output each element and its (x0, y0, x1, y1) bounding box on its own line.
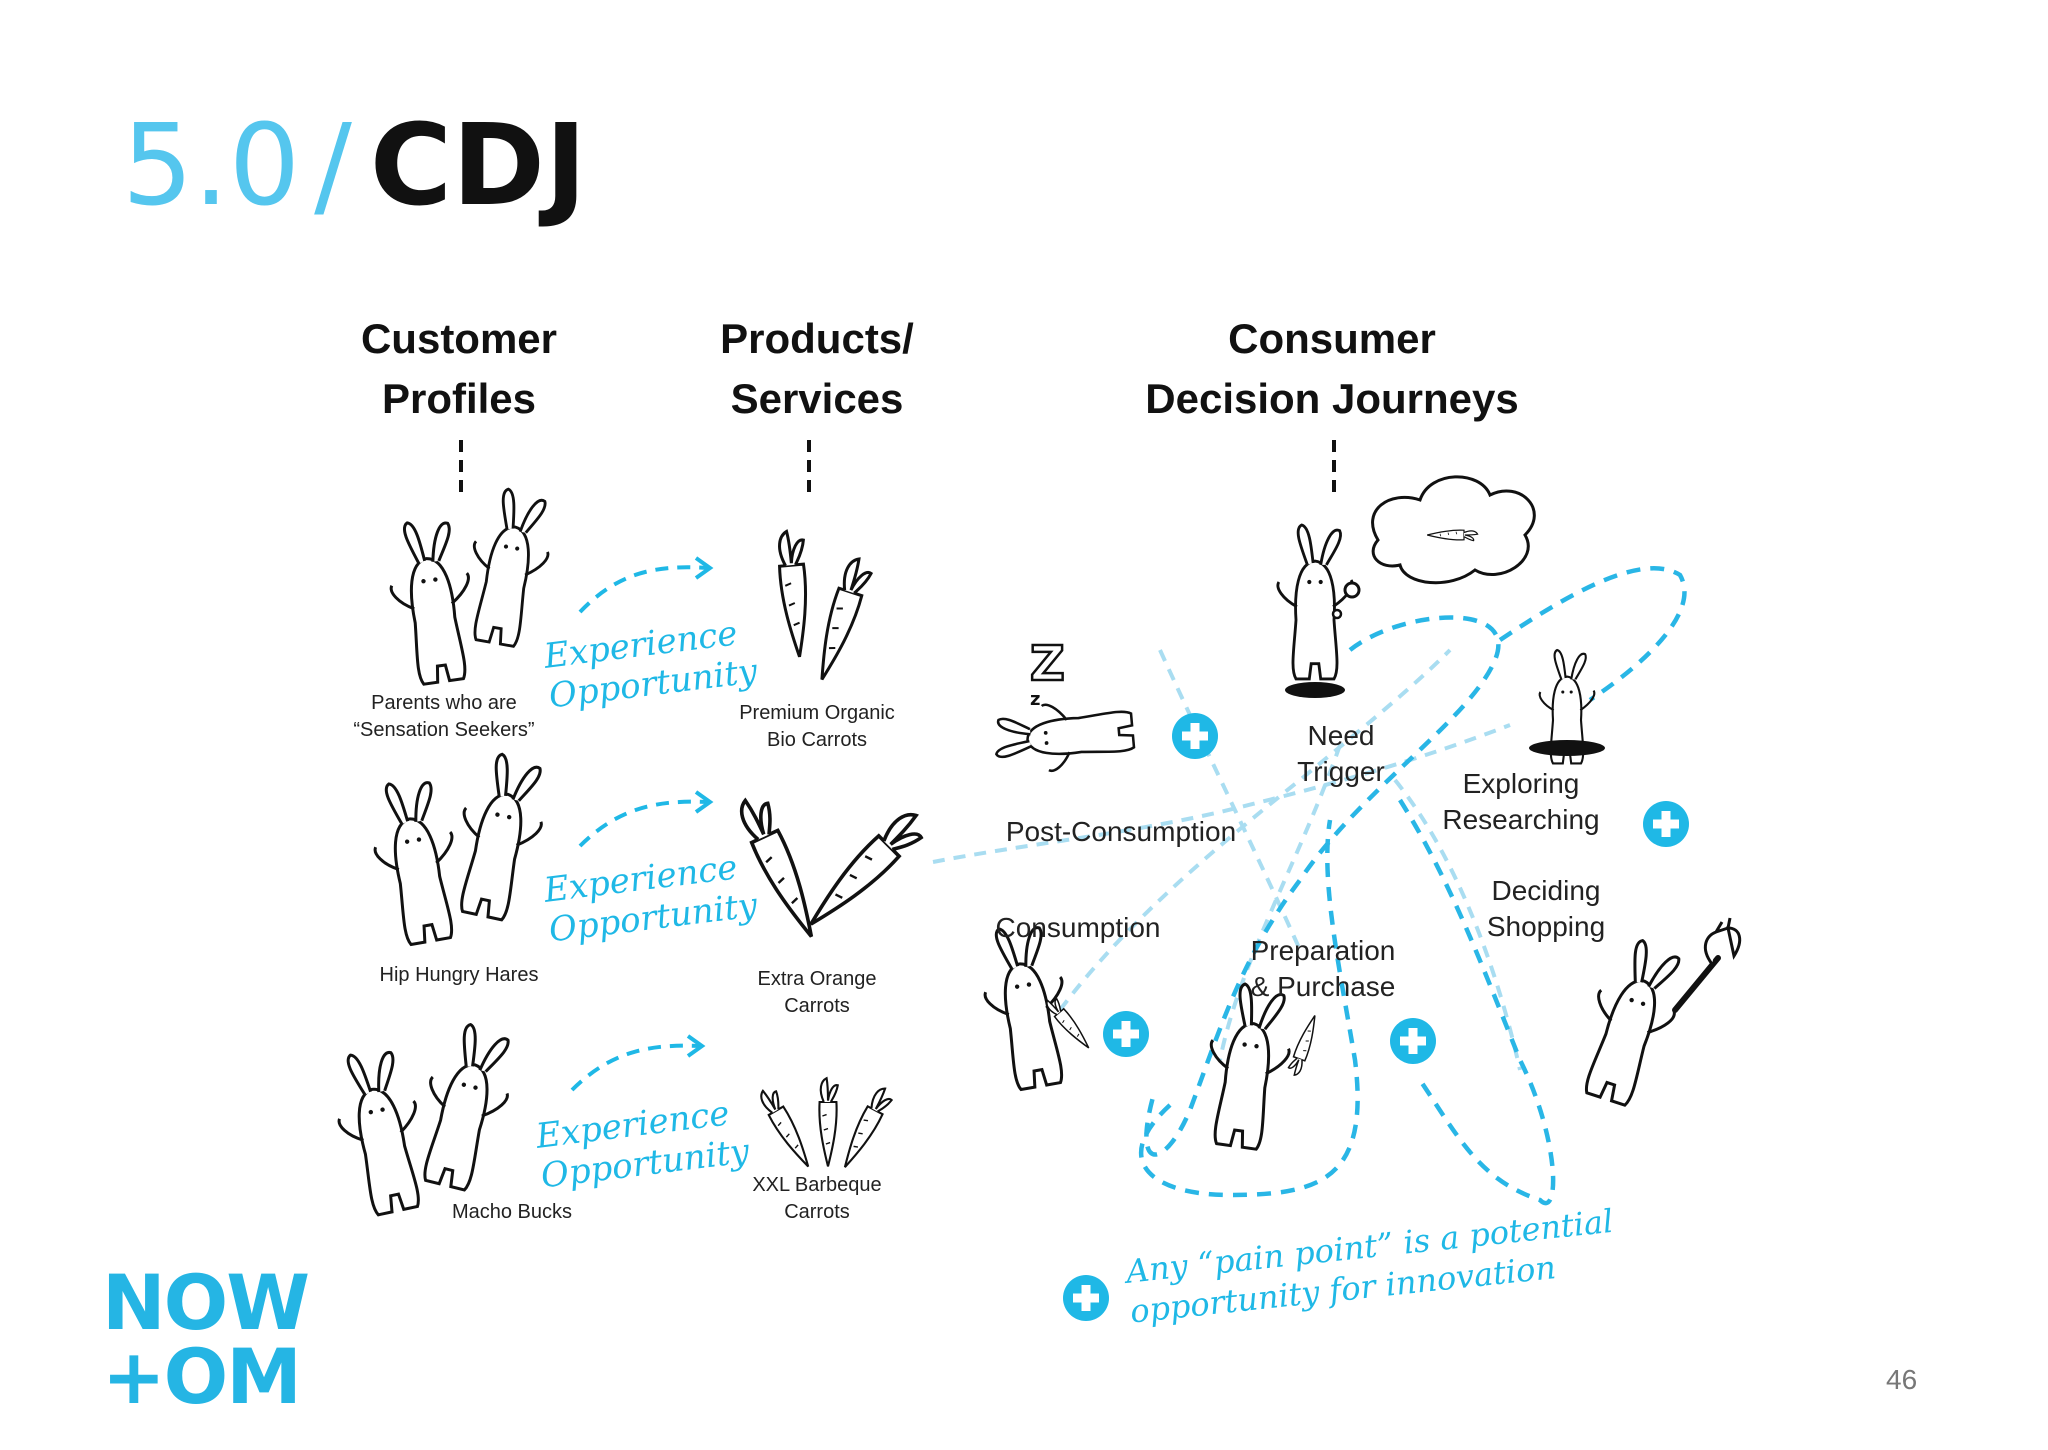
product-label: XXL Barbeque Carrots (697, 1172, 937, 1226)
logo-line: NOW (102, 1258, 310, 1347)
experience-arrow (578, 799, 709, 848)
rabbit-hole (1529, 740, 1605, 756)
heading-line: Services (730, 375, 904, 422)
stage-need-trigger: Need Trigger (1241, 718, 1441, 790)
profile-label: Macho Bucks (392, 1199, 632, 1226)
label-line: “Sensation Seekers” (353, 719, 535, 741)
title-slash: / (314, 101, 352, 231)
stage-line: Preparation (1250, 935, 1396, 966)
rabbit-hole (1285, 682, 1345, 698)
rabbit-icon (380, 514, 484, 689)
heading-consumer-decision-journeys: Consumer Decision Journeys (1112, 309, 1552, 429)
heading-line: Decision Journeys (1145, 375, 1519, 422)
carrot-icon (798, 804, 932, 938)
arrow-head-icon (686, 1034, 706, 1058)
rabbit-icon (324, 1042, 438, 1221)
label-line: Parents who are (371, 692, 517, 714)
label-line: Hip Hungry Hares (379, 964, 539, 986)
plus-circle-icon (1063, 1275, 1109, 1321)
rabbit-icon (442, 747, 556, 926)
heading-line: Profiles (381, 375, 537, 422)
carrot-icon (755, 1084, 818, 1172)
stage-exploring-researching: Exploring Researching (1421, 766, 1621, 838)
plus-circle-icon (1172, 713, 1218, 759)
arrow-head-icon (694, 790, 714, 814)
heading-line: Customer (360, 315, 558, 362)
product-label: Premium Organic Bio Carrots (697, 700, 937, 754)
stage-line: & Purchase (1250, 971, 1396, 1002)
stage-post-consumption: Post-Consumption (1005, 816, 1237, 847)
page-number: 46 (1886, 1364, 1918, 1395)
stage-line: Need (1307, 720, 1375, 751)
rabbit-icon (456, 483, 560, 651)
carrot-icon (818, 1077, 839, 1168)
fork-icon (1672, 917, 1742, 1013)
label-line: Carrots (784, 995, 850, 1017)
stage-deciding-shopping: Deciding Shopping (1446, 873, 1646, 945)
journey-loop (1138, 566, 1687, 1206)
product-label: Extra Orange Carrots (697, 966, 937, 1020)
stage-line: Trigger (1297, 756, 1385, 787)
logo-line: +OM (102, 1332, 302, 1421)
label-line: Extra Orange (757, 968, 877, 990)
carrot-icon (1286, 1012, 1322, 1078)
stage-line: Deciding (1491, 875, 1601, 906)
carrot-icon (774, 528, 815, 660)
stage-preparation-purchase: Preparation & Purchase (1213, 933, 1433, 1005)
experience-arrow (578, 565, 709, 614)
label-line: XXL Barbeque (752, 1174, 882, 1196)
heading-products-services: Products/ Services (697, 309, 937, 429)
rabbit-icon (1276, 523, 1354, 681)
label-line: Carrots (784, 1201, 850, 1223)
label-line: Premium Organic (739, 702, 895, 724)
title-word: CDJ (369, 101, 587, 231)
rabbit-icon (1196, 979, 1300, 1154)
stage-line: Researching (1442, 804, 1600, 835)
thought-bubble-icon (1331, 475, 1536, 620)
profile-label: Parents who are “Sensation Seekers” (324, 690, 564, 744)
sleep-z-large: Z (1030, 636, 1065, 692)
label-line: Macho Bucks (451, 1201, 573, 1223)
nowtom-logo: NOW +OM (102, 1258, 310, 1421)
heading-line: Consumer (1228, 315, 1436, 362)
plus-circle-icon (1643, 801, 1689, 847)
title-number: 5.0 (122, 101, 301, 231)
arrow-head-icon (694, 556, 714, 580)
plus-circle-icon (1103, 1011, 1149, 1057)
label-line: Bio Carrots (766, 729, 868, 751)
heading-customer-profiles: Customer Profiles (339, 309, 579, 429)
heading-line: Products/ (720, 315, 914, 362)
journey-loop-faint (932, 648, 1522, 1071)
profile-label: Hip Hungry Hares (339, 962, 579, 989)
page-title: 5.0/CDJ (122, 110, 587, 222)
stage-line: Exploring (1462, 768, 1580, 799)
rabbit-icon (991, 696, 1137, 777)
stage-consumption: Consumption (995, 912, 1161, 943)
carrot-icon (808, 554, 876, 686)
rabbit-icon (405, 1017, 524, 1197)
experience-arrow (570, 1043, 701, 1092)
carrot-icon (836, 1084, 897, 1173)
plus-circle-icon (1390, 1018, 1436, 1064)
rabbit-icon (362, 773, 471, 950)
sleep-z-small: z (1030, 689, 1040, 710)
rabbit-icon (1567, 931, 1695, 1113)
stage-line: Shopping (1486, 911, 1606, 942)
